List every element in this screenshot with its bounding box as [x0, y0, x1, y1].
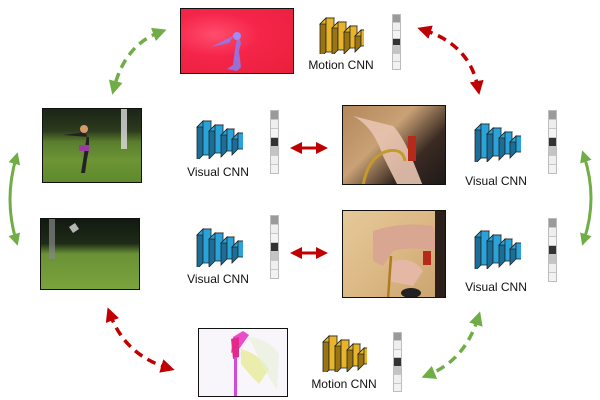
feature-cell: [271, 147, 278, 156]
motion-top-image: [180, 8, 294, 74]
feature-cell: [549, 237, 556, 246]
feature-vector-visual-bottom-left: [270, 215, 279, 279]
feature-cell: [549, 156, 556, 165]
visual-bottom-left-image: [40, 218, 140, 290]
feature-vector-motion-bottom: [393, 332, 402, 392]
feature-cell: [271, 156, 278, 165]
feature-cell: [271, 243, 278, 252]
dancer-figure: [63, 109, 127, 173]
feature-cell: [393, 54, 400, 63]
visual-cnn-bottom-right-label: Visual CNN: [465, 280, 527, 294]
visual-top-right-image: [342, 105, 446, 185]
feature-cell: [394, 366, 401, 376]
feature-cell: [393, 46, 400, 55]
visual-cnn-bottom-left-icon: [196, 228, 243, 267]
feature-cell: [271, 216, 278, 225]
motion-bottom-image: [198, 328, 288, 397]
feature-cell: [393, 22, 400, 31]
visual-top-left-image: [42, 108, 142, 183]
feature-cell: [549, 147, 556, 156]
feature-cell: [271, 129, 278, 138]
feature-vector-visual-top-left: [270, 110, 279, 174]
feature-cell: [393, 30, 400, 39]
visual-bottom-right-image: [342, 210, 446, 298]
visual-cnn-top-right-icon: [474, 123, 521, 162]
feature-cell: [393, 15, 400, 23]
arrow-visual-top-left-to-bottom-left: [8, 152, 21, 246]
feature-cell: [549, 120, 556, 129]
arrow-visual-top-right-to-bottom-right: [580, 150, 593, 246]
feature-cell: [271, 165, 278, 173]
cnn-layer-front: [363, 347, 367, 365]
visual-cnn-bottom-left-label: Visual CNN: [187, 272, 249, 286]
optical-flow-figure: [211, 32, 241, 71]
cnn-layer-front: [360, 29, 364, 47]
optical-flow-hands-figure: [231, 331, 279, 396]
feature-cell: [394, 358, 401, 367]
hands-rope-figure: [353, 116, 423, 184]
feature-cell: [549, 255, 556, 264]
feature-cell: [549, 264, 556, 273]
feature-cell: [549, 228, 556, 237]
feature-cell: [549, 246, 556, 255]
cnn-layer-front: [237, 132, 243, 150]
motion-cnn-top-icon: [319, 17, 364, 54]
visual-cnn-top-left-icon: [196, 120, 243, 159]
cnn-layer-front: [515, 135, 521, 153]
feature-cell: [549, 111, 556, 120]
visual-cnn-top-left-label: Visual CNN: [187, 165, 249, 179]
arrow-visual-bottom-left-to-motion-bottom: [105, 307, 175, 373]
feature-cell: [549, 129, 556, 138]
visual-cnn-bottom-right-icon: [474, 230, 521, 269]
feature-cell: [271, 252, 278, 261]
feature-cell: [271, 261, 278, 270]
feature-cell: [271, 234, 278, 243]
feature-cell: [394, 375, 401, 384]
hands-rope-close-figure: [373, 211, 445, 297]
feature-cell: [549, 273, 556, 281]
cnn-layer-front: [237, 240, 243, 258]
arrow-motion-top-to-visual-top-right: [417, 25, 484, 95]
feature-vector-visual-bottom-right: [548, 218, 557, 282]
motion-cnn-top-label: Motion CNN: [308, 58, 374, 72]
cnn-layer-front: [515, 242, 521, 260]
walker-figure: [49, 219, 79, 259]
motion-cnn-bottom-icon: [322, 335, 367, 372]
feature-cell: [271, 120, 278, 129]
feature-cell: [271, 225, 278, 234]
feature-cell: [271, 138, 278, 147]
arrow-visual-bottom-right-to-motion-bottom: [421, 311, 483, 379]
feature-cell: [394, 349, 401, 359]
feature-cell: [549, 138, 556, 147]
feature-cell: [394, 333, 401, 342]
visual-cnn-top-right-label: Visual CNN: [465, 174, 527, 188]
feature-cell: [549, 219, 556, 228]
motion-cnn-bottom-label: Motion CNN: [311, 377, 377, 391]
feature-cell: [393, 62, 400, 70]
feature-vector-visual-top-right: [548, 110, 557, 174]
feature-cell: [271, 111, 278, 120]
feature-cell: [549, 165, 556, 173]
feature-cell: [394, 383, 401, 391]
feature-vector-motion-top: [392, 14, 401, 70]
feature-cell: [393, 38, 400, 47]
feature-cell: [271, 270, 278, 278]
arrow-motion-top-to-visual-top-left: [108, 27, 167, 95]
feature-cell: [394, 341, 401, 350]
